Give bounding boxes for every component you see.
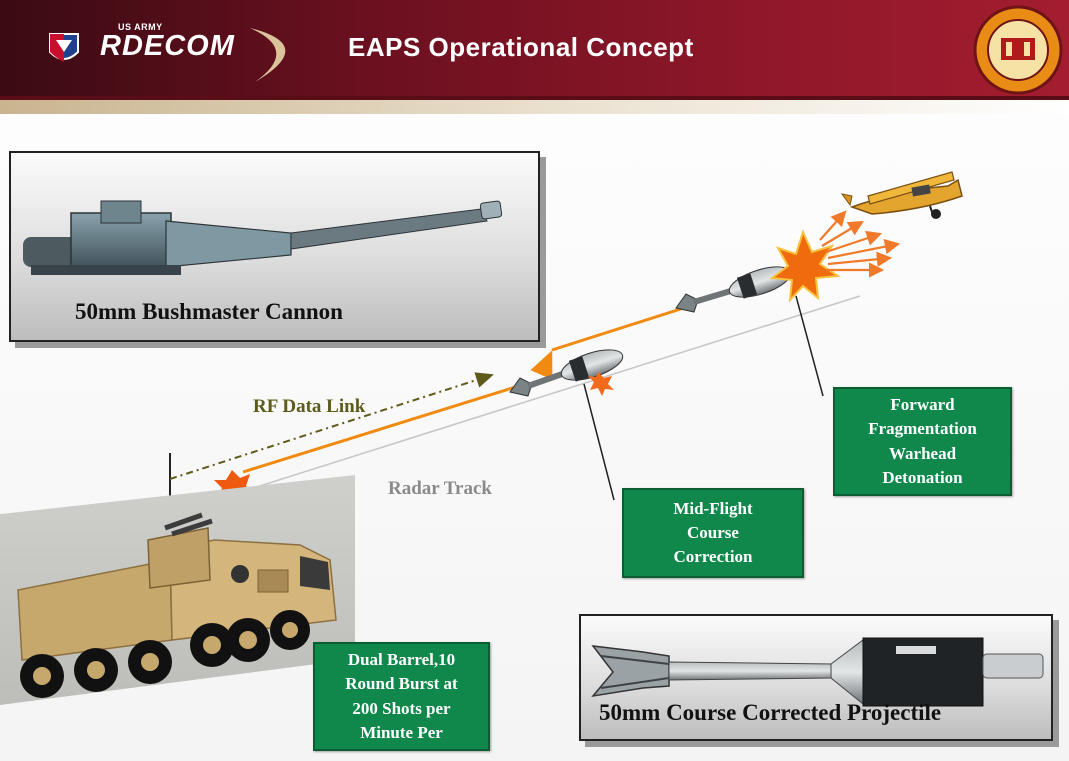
rf-data-link-label: RF Data Link — [253, 396, 366, 417]
callout-line: Mid-Flight — [673, 498, 753, 518]
thruster-burst-icon — [588, 372, 614, 396]
course-corrected-projectile-icon — [591, 637, 1044, 707]
trajectory-correction-arrow — [530, 350, 553, 380]
callout-line: Dual Barrel,10 — [347, 650, 456, 670]
callout-line: Minute Per — [360, 722, 443, 742]
eaps-launcher-vehicle-icon — [17, 512, 337, 698]
rf-data-link-arrow — [169, 372, 494, 480]
header-strip — [0, 96, 1069, 100]
header-gradient-band — [0, 100, 1069, 114]
armament-center-seal-icon — [973, 5, 1063, 95]
callout-line: Course — [687, 522, 739, 542]
org-top-label: US ARMY — [118, 22, 163, 32]
cannon-caption: 50mm Bushmaster Cannon — [75, 299, 343, 324]
org-name-logo: RDECOM — [100, 30, 235, 62]
leader-line-forward — [795, 295, 824, 397]
callout-line: 200 Shots per — [352, 698, 451, 718]
cannon-panel: 50mm Bushmaster Cannon — [9, 151, 540, 342]
projectile-caption: 50mm Course Corrected Projectile — [599, 700, 942, 725]
forward-fragmentation-callout: Forward Fragmentation Warhead Detonation — [833, 387, 1012, 496]
callout-line: Round Burst at — [345, 674, 458, 694]
trajectory-segment-2 — [551, 304, 691, 352]
radar-track-line — [224, 295, 861, 498]
fragment-arrows — [819, 210, 901, 278]
trajectory-segment-1 — [242, 383, 523, 474]
callout-line: Warhead — [888, 443, 957, 463]
radar-track-label: Radar Track — [388, 478, 492, 499]
mid-flight-correction-callout: Mid-Flight Course Correction — [622, 488, 804, 578]
callout-line: Forward — [890, 395, 955, 415]
leader-line-midflight — [583, 383, 615, 501]
slide-title: EAPS Operational Concept — [348, 32, 694, 62]
callout-line: Fragmentation — [868, 419, 977, 439]
army-shield-icon — [49, 33, 79, 62]
bushmaster-cannon-icon — [23, 200, 503, 275]
header-banner — [0, 0, 1069, 100]
callout-line: Detonation — [882, 467, 963, 487]
target-aircraft-icon — [840, 171, 963, 219]
projectile-panel: 50mm Course Corrected Projectile — [579, 614, 1053, 741]
rdecom-swoosh-icon — [250, 28, 286, 82]
projectile-mid-flight — [509, 349, 624, 397]
callout-line: Correction — [673, 547, 753, 567]
dual-barrel-callout: Dual Barrel,10 Round Burst at 200 Shots … — [313, 642, 490, 751]
